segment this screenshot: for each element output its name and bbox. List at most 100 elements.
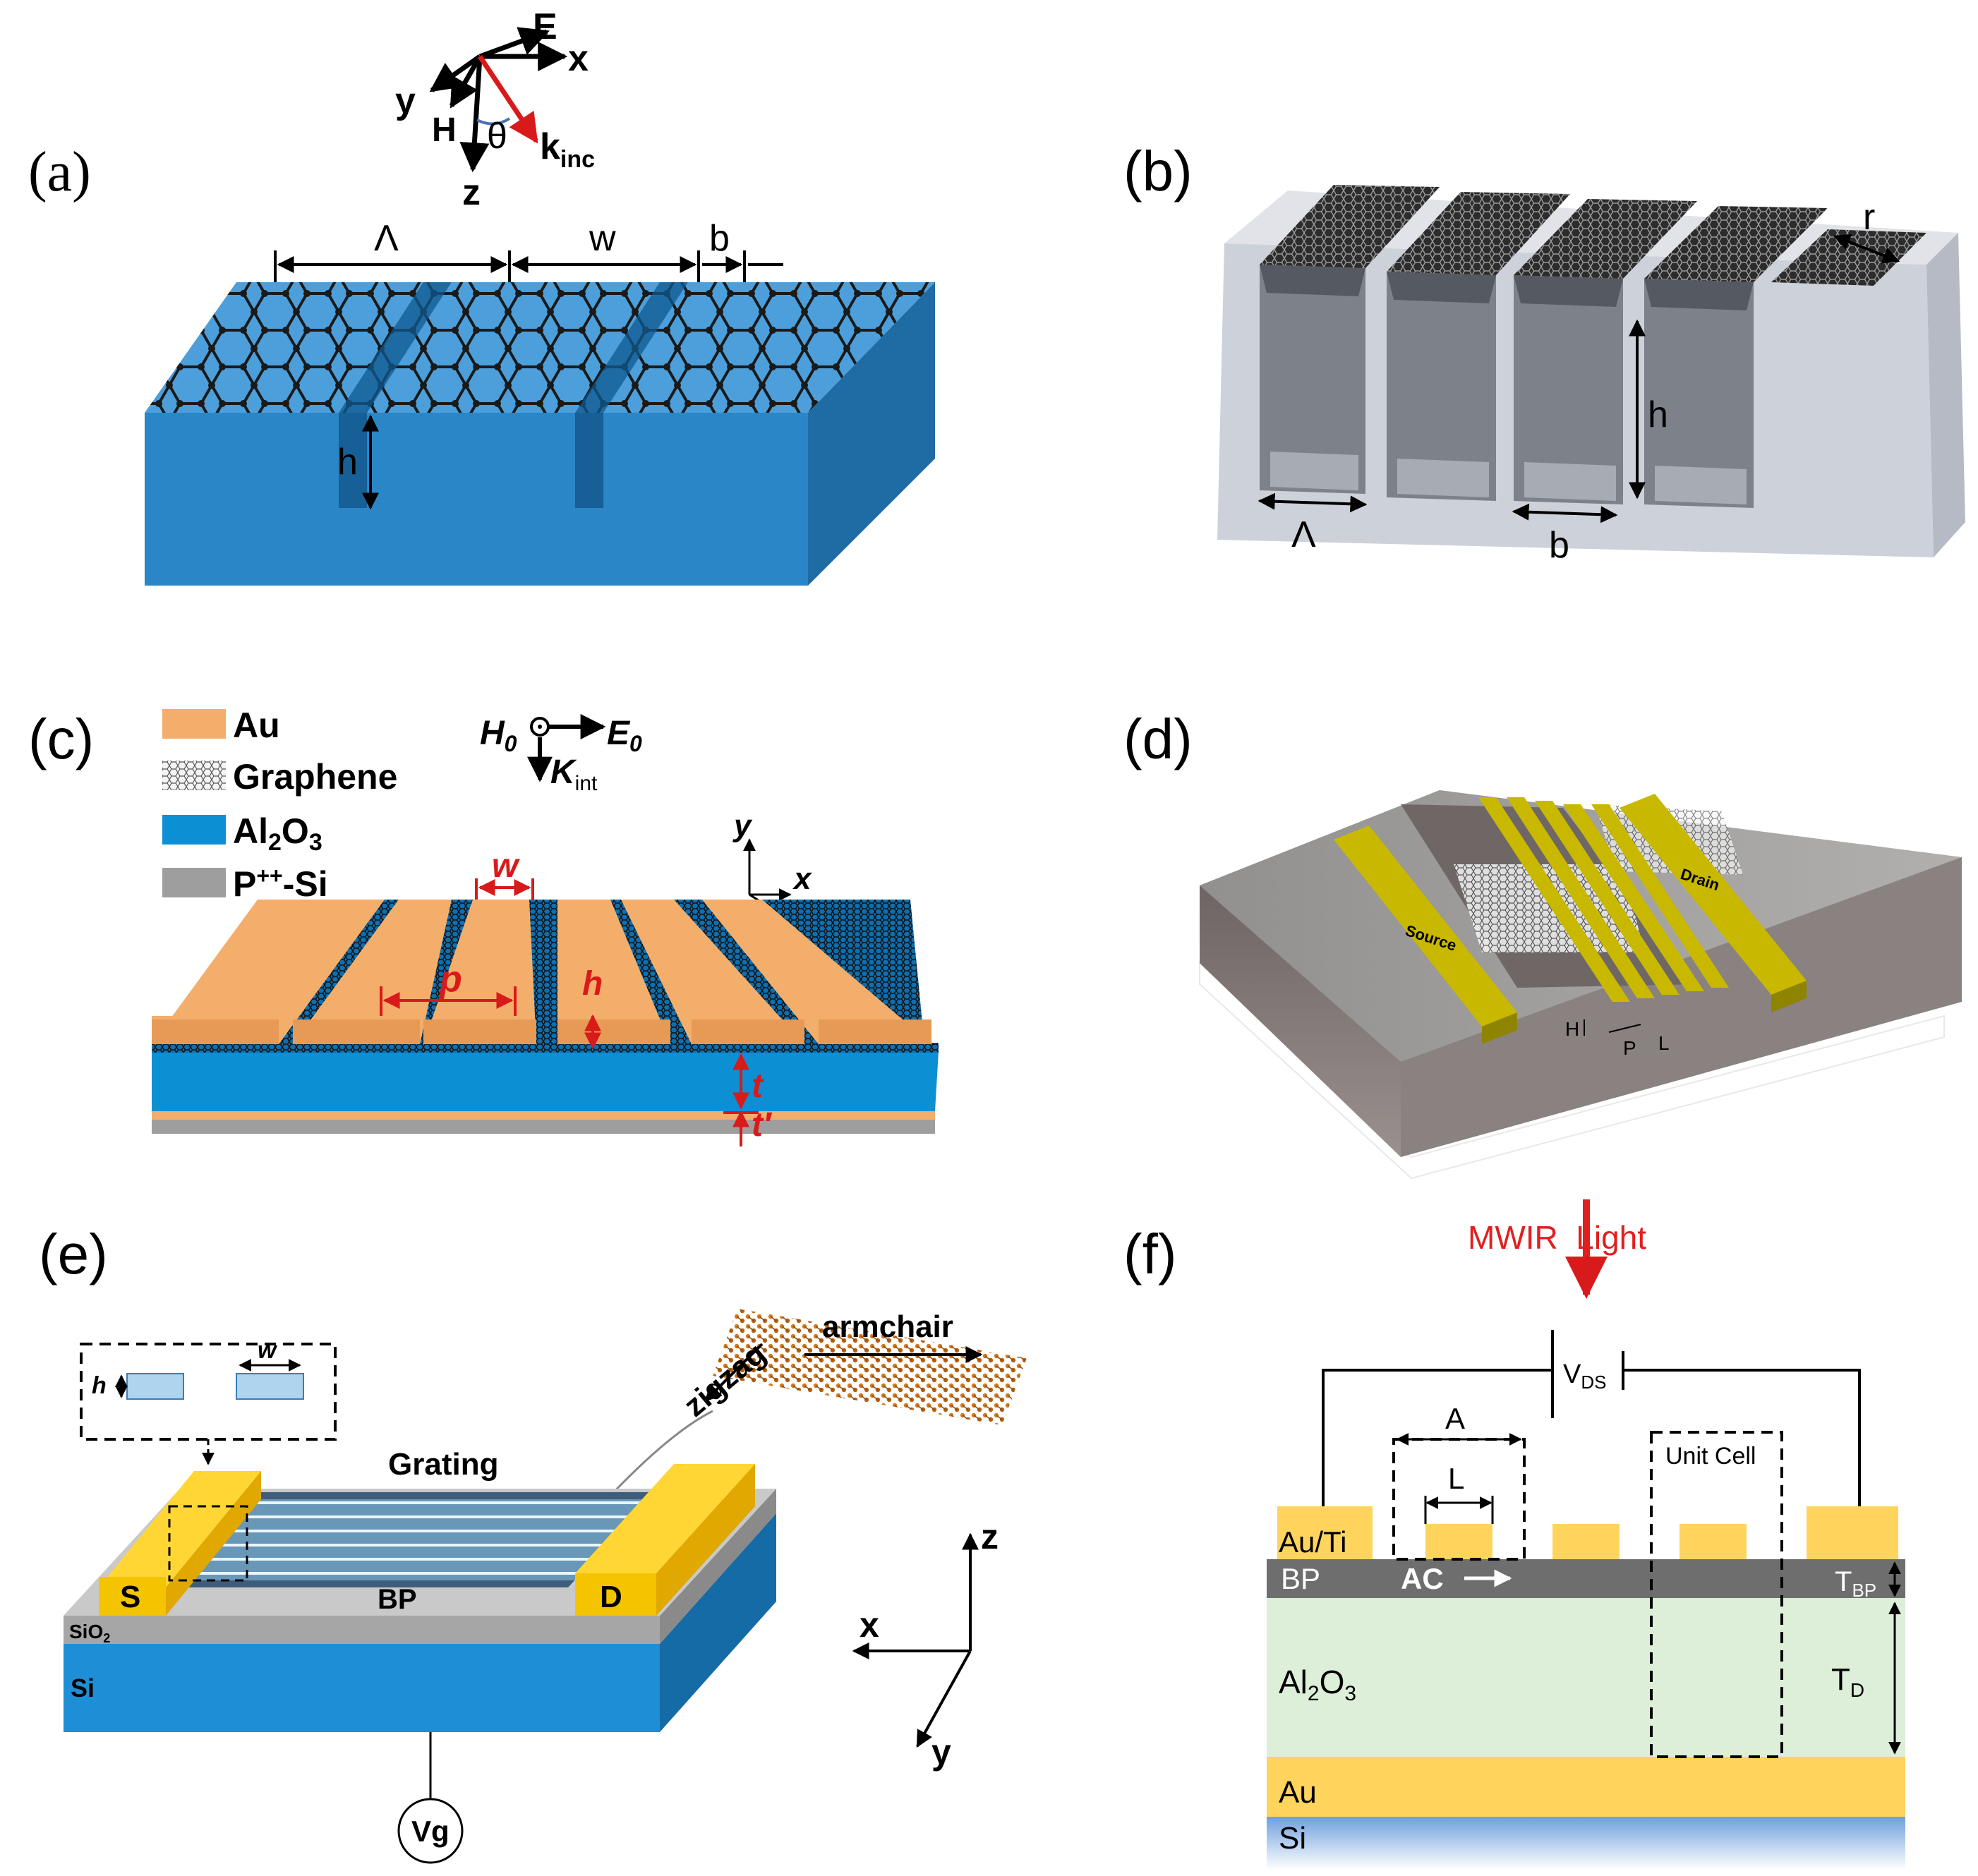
graphene-grating-block <box>145 282 935 586</box>
panel-f: (f) MWIR Light VDS <box>1123 1199 1905 1870</box>
t-label-c: t <box>752 1067 764 1105</box>
td-label: TD <box>1831 1662 1864 1701</box>
panel-d-label: (d) <box>1123 708 1193 770</box>
bp-layer <box>1267 1559 1905 1598</box>
panel-f-label: (f) <box>1123 1223 1177 1285</box>
h-label-d: H <box>1565 1018 1579 1040</box>
vds-circuit <box>1322 1330 1861 1506</box>
kint-label: Kint <box>550 754 598 795</box>
panel-b-label: (b) <box>1123 140 1193 202</box>
si-label-e: Si <box>71 1674 95 1702</box>
legend-graphene-label: Graphene <box>233 757 397 797</box>
auti-label: Au/Ti <box>1279 1525 1346 1559</box>
panel-b: (b) <box>1123 140 1965 566</box>
k-inc-label: kinc <box>540 126 595 173</box>
mwir-light-label: MWIR Light <box>1468 1219 1646 1256</box>
coordinate-axes-e <box>852 1532 979 1748</box>
ac-label: AC <box>1401 1562 1444 1595</box>
grating-bar-2 <box>1552 1524 1620 1559</box>
au-label-f: Au <box>1279 1775 1317 1810</box>
ribbon-label-b: r <box>1863 197 1875 238</box>
unit-cell-label: Unit Cell <box>1665 1443 1756 1470</box>
vg-label: Vg <box>411 1815 450 1848</box>
layer-stack-f <box>1267 1431 1905 1870</box>
h0-label: H0 <box>480 715 517 756</box>
panel-e-label: (e) <box>39 1223 108 1285</box>
al2o3-layer <box>1267 1598 1905 1757</box>
field-indicator-c: H0 E0 Kint <box>480 714 642 795</box>
panel-c: (c) Au Graphene Al2O3 P++-Si H0 E0 Kint <box>28 706 939 1146</box>
axis-y-label: y <box>395 80 416 121</box>
armchair-label: armchair <box>822 1309 953 1344</box>
legend-c: Au Graphene Al2O3 P++-Si <box>162 706 397 904</box>
theta-label: θ <box>487 116 507 157</box>
dimension-lines-f <box>1396 1433 1901 1755</box>
unit-cell-box <box>1650 1431 1783 1758</box>
legend-psi-label: P++-Si <box>233 863 328 904</box>
w-label-c: w <box>492 847 520 885</box>
axis-y-label-c: y <box>732 809 753 843</box>
depth-label-b: h <box>1648 394 1668 435</box>
bp-label-e: BP <box>378 1584 417 1615</box>
source-label-e: S <box>120 1580 140 1614</box>
grating-label: Grating <box>388 1447 498 1482</box>
t-prime-label-c: t′ <box>752 1106 773 1144</box>
legend-al2o3-label: Al2O3 <box>233 811 322 856</box>
period-label-b: Λ <box>1291 514 1316 555</box>
axis-x-label-c: x <box>792 861 812 896</box>
dimension-lines-c <box>380 878 759 1146</box>
dimension-lines-a <box>274 250 783 510</box>
legend-au-label: Au <box>233 706 280 745</box>
legend-swatch-au <box>162 709 226 739</box>
axis-e-label: E <box>533 6 557 47</box>
legend-swatch-psi <box>162 868 226 897</box>
right-contact <box>1807 1506 1898 1559</box>
bp-fet-device <box>64 1464 776 1864</box>
panel-d: (d) <box>1123 708 1962 1180</box>
dimension-lines-d <box>1584 1019 1641 1036</box>
si-layer <box>1267 1817 1905 1870</box>
inset-box-e <box>80 1343 337 1465</box>
axis-y-label-e: y <box>931 1732 951 1772</box>
l-label-d: L <box>1658 1032 1670 1054</box>
panel-e: (e) h w armchair zigzag <box>39 1223 1027 1864</box>
period-label: Λ <box>374 218 399 259</box>
p-label-d: P <box>1623 1037 1636 1059</box>
panel-a: (a) E x y H θ z kinc <box>28 6 935 586</box>
coordinate-axes-a <box>429 27 568 173</box>
h-label-c: h <box>582 965 603 1003</box>
si-label-f: Si <box>1279 1821 1306 1856</box>
drain-label-e: D <box>600 1580 622 1614</box>
trench-structure <box>1217 185 1965 557</box>
tbp-label: TBP <box>1835 1566 1876 1601</box>
axis-x-label: x <box>568 38 589 79</box>
depth-label: h <box>337 442 358 483</box>
au-grating-device <box>152 900 939 1134</box>
axis-x-label-e: x <box>860 1605 879 1645</box>
fet-grating-device <box>1199 790 1962 1180</box>
axis-z-label-e: z <box>981 1517 999 1556</box>
legend-swatch-graphene <box>162 761 226 790</box>
left-contact <box>1277 1506 1373 1559</box>
grating-bar-1 <box>1425 1524 1492 1559</box>
inset-h-label: h <box>92 1372 107 1399</box>
al2o3-label-f: Al2O3 <box>1279 1664 1356 1705</box>
e0-label: E0 <box>607 715 642 756</box>
legend-swatch-al2o3 <box>162 815 226 845</box>
sio2-label: SiO2 <box>69 1621 110 1645</box>
vds-label: VDS <box>1563 1360 1606 1393</box>
au-layer <box>1267 1757 1905 1817</box>
l-label-f: L <box>1448 1462 1464 1495</box>
gap-label-b: b <box>1549 525 1569 566</box>
gap-label: b <box>709 218 730 259</box>
p-label-c: p <box>438 959 462 1000</box>
bp-label-f: BP <box>1281 1562 1320 1595</box>
dimension-lines-b <box>1258 234 1900 524</box>
panel-c-label: (c) <box>28 708 94 770</box>
axis-h-label: H <box>432 111 457 149</box>
axis-z-label: z <box>462 172 481 213</box>
a-label-f: A <box>1445 1402 1465 1435</box>
panel-a-label: (a) <box>28 141 91 203</box>
width-label: w <box>589 218 616 259</box>
